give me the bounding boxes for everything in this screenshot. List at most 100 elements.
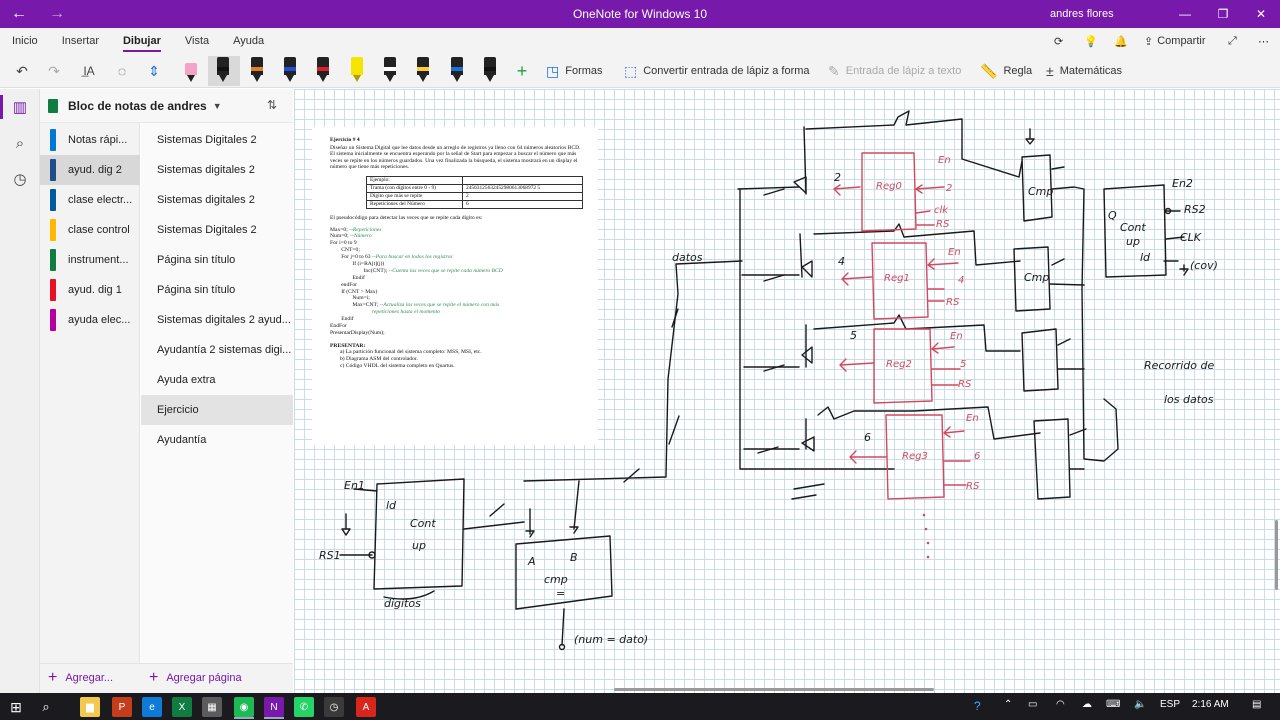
edge-icon[interactable]: e [142, 697, 162, 717]
chevron-up-icon[interactable]: ⌃ [1004, 699, 1013, 710]
pen-tool-10[interactable] [483, 57, 497, 83]
calculator-icon[interactable]: ▦ [202, 697, 222, 717]
section-color-icon [50, 159, 56, 181]
battery-icon[interactable]: ▭ [1028, 699, 1038, 710]
undo-icon[interactable]: ↶ [16, 62, 28, 79]
tab-insertar[interactable]: Insertar [61, 35, 99, 47]
excel-icon[interactable]: X [172, 697, 192, 717]
vertical-scrollbar[interactable] [1275, 520, 1278, 590]
shapes-button[interactable]: ◳Formas [546, 58, 626, 84]
maximize-button[interactable]: ❐ [1217, 7, 1229, 21]
section-item[interactable]: clase control [40, 215, 140, 245]
text-select-icon[interactable]: I̲A [83, 64, 95, 78]
horizontal-scrollbar[interactable] [614, 688, 934, 691]
pen-tool-6[interactable] [350, 57, 364, 83]
add-page-button[interactable]: +Agregar página [149, 663, 242, 693]
pen-tool-2[interactable] [216, 57, 230, 83]
page-item[interactable]: Sistemas digitales 2 [157, 194, 255, 206]
pen-tool-8[interactable] [416, 57, 430, 83]
add-pen-icon[interactable]: + [516, 60, 528, 81]
notebook-header[interactable]: Bloc de notas de andres ▼ ⇅ [40, 89, 293, 123]
help-icon[interactable]: ? [974, 699, 981, 713]
ink-to-text-button[interactable]: ✎Entrada de lápiz a texto [828, 58, 978, 84]
more-options-icon[interactable]: ⋯ [1258, 35, 1269, 48]
plus-icon: + [149, 669, 159, 686]
whatsapp-icon[interactable]: ✆ [294, 697, 314, 717]
powerpoint-icon[interactable]: P [112, 697, 132, 717]
cloud-icon[interactable]: ☁ [1082, 699, 1092, 710]
lightbulb-icon[interactable]: 💡 [1084, 35, 1098, 48]
minimize-button[interactable]: — [1179, 7, 1191, 21]
page-item[interactable]: Página sin título [157, 284, 236, 296]
volume-icon[interactable]: 🔈 [1134, 699, 1147, 710]
code-line: Max=CNT; --Actualiza las veces que se re… [330, 302, 586, 309]
search-icon[interactable]: ⌕ [15, 134, 25, 152]
pseudo-intro: El pseudocódigo para detectar las veces … [330, 214, 483, 221]
ruler-button[interactable]: 📏Regla [980, 58, 1040, 84]
section-item[interactable]: ayud. dig 2 [40, 155, 140, 185]
onenote-icon[interactable]: N [264, 697, 284, 717]
acrobat-icon[interactable]: A [356, 697, 376, 717]
expand-icon[interactable]: ⤢ [1228, 34, 1237, 47]
recent-icon[interactable]: ◷ [13, 171, 27, 188]
section-item[interactable]: instrument... [40, 245, 140, 275]
search-icon[interactable]: ⌕ [42, 699, 50, 714]
ink-to-shape-button[interactable]: ⬚Convertir entrada de lápiz a forma [624, 58, 824, 84]
pen-tool-9[interactable] [450, 57, 464, 83]
section-item[interactable]: Notas rápi... [40, 125, 140, 155]
spotify-icon[interactable]: ◉ [234, 697, 254, 717]
redo-icon[interactable]: ↷ [48, 62, 60, 79]
page-item[interactable]: Ayudantía [157, 434, 207, 446]
language-indicator[interactable]: ESP [1160, 699, 1181, 710]
page-item[interactable]: Ejercicio [141, 395, 293, 425]
shapes-label: Formas [565, 65, 603, 77]
keyboard-icon[interactable]: ⌨ [1106, 699, 1121, 710]
forward-button[interactable]: → [49, 5, 65, 22]
pen-tool-4[interactable] [283, 57, 297, 83]
page-item[interactable]: Sistemas Digitales 2 [157, 134, 257, 146]
tab-inicio[interactable]: Inicio [12, 35, 38, 47]
tab-dibujar[interactable]: Dibujar [111, 28, 173, 54]
bell-icon[interactable]: 🔔 [1114, 35, 1128, 48]
tab-ayuda[interactable]: Ayuda [233, 35, 265, 47]
add-section-button[interactable]: +Agregar... [48, 663, 113, 693]
sync-icon[interactable]: ⟳ [1054, 35, 1064, 48]
add-space-icon[interactable]: ⇕ [148, 62, 160, 79]
pen-tool-7[interactable] [383, 57, 397, 83]
section-item[interactable]: ayud. dig 1 [40, 275, 140, 305]
code-line: Num=0; --Número [330, 233, 586, 240]
clock[interactable]: 2:16 AM [1192, 699, 1229, 710]
page-item[interactable]: Sistemas Digitales 2 [157, 224, 257, 236]
tab-vista[interactable]: Vista [184, 35, 210, 47]
pen-tool-1[interactable] [184, 57, 198, 83]
section-color-icon [50, 129, 56, 151]
pen-tool-3[interactable] [250, 57, 264, 83]
windows-start-icon[interactable]: ⊞ [10, 698, 22, 715]
sort-icon[interactable]: ⇅ [266, 98, 277, 112]
page-item[interactable]: Ayuda extra [157, 374, 216, 386]
page-item[interactable]: Página sin título [157, 254, 236, 266]
page-item[interactable]: Sistemas digitales 2 [157, 164, 255, 176]
user-name[interactable]: andres flores [1050, 8, 1114, 20]
close-button[interactable]: ✕ [1255, 7, 1267, 21]
code-line: Endif [330, 316, 586, 323]
code-line: Endif [330, 275, 586, 282]
notebooks-icon[interactable]: ▥ [0, 89, 40, 125]
explorer-icon[interactable]: ▆ [80, 697, 100, 717]
lasso-icon[interactable]: ◌ [117, 63, 127, 79]
wifi-icon[interactable]: ◠ [1056, 699, 1065, 710]
math-button[interactable]: ±Matemáticas [1046, 58, 1146, 84]
page-item[interactable]: Sistemas digitales 2 ayud... [157, 314, 291, 326]
share-button[interactable]: ⇪Compartir [1144, 28, 1206, 54]
clock-icon[interactable]: ◷ [324, 697, 344, 717]
notifications-icon[interactable]: ▤ [1252, 699, 1262, 710]
page-item[interactable]: Ayudantía 2 sistemas digi... [157, 344, 292, 356]
back-button[interactable]: ← [11, 5, 27, 22]
section-item[interactable]: ayuda elec... [40, 305, 140, 335]
code-text: Endif [330, 316, 354, 323]
pen-tool-5[interactable] [316, 57, 330, 83]
title-bar: ← → OneNote for Windows 10 andres flores… [0, 0, 1280, 28]
section-item[interactable]: clase electr... [40, 185, 140, 215]
